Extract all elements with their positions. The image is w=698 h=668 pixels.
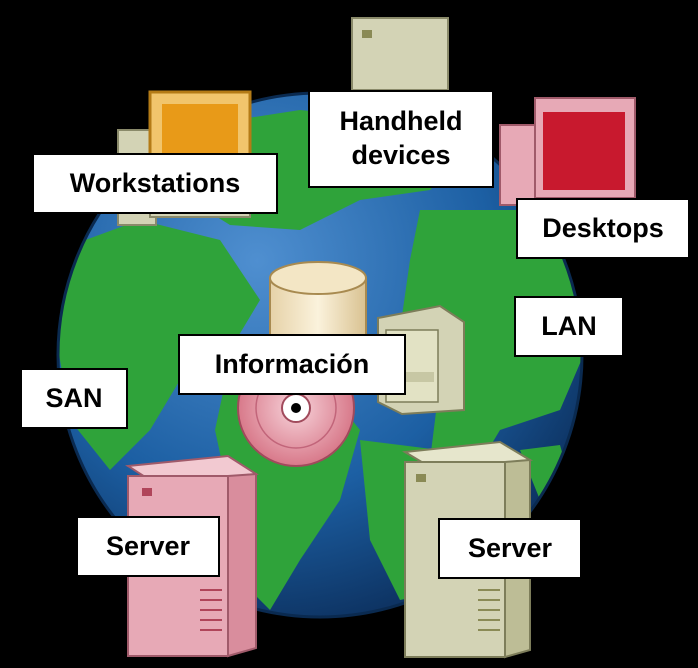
label-san: SAN	[20, 368, 128, 429]
handheld-device-icon	[351, 17, 449, 91]
label-workstations: Workstations	[32, 153, 278, 214]
label-lan: LAN	[514, 296, 624, 357]
land-east	[400, 210, 582, 480]
label-server-left: Server	[76, 516, 220, 577]
label-handheld-devices: Handheld devices	[308, 90, 494, 188]
label-handheld-line2: devices	[351, 140, 451, 170]
desktop-monitor-icon	[499, 97, 636, 206]
label-informacion: Información	[178, 334, 406, 395]
label-server-right: Server	[438, 518, 582, 579]
label-desktops: Desktops	[516, 198, 690, 259]
label-handheld-line1: Handheld	[339, 106, 463, 137]
